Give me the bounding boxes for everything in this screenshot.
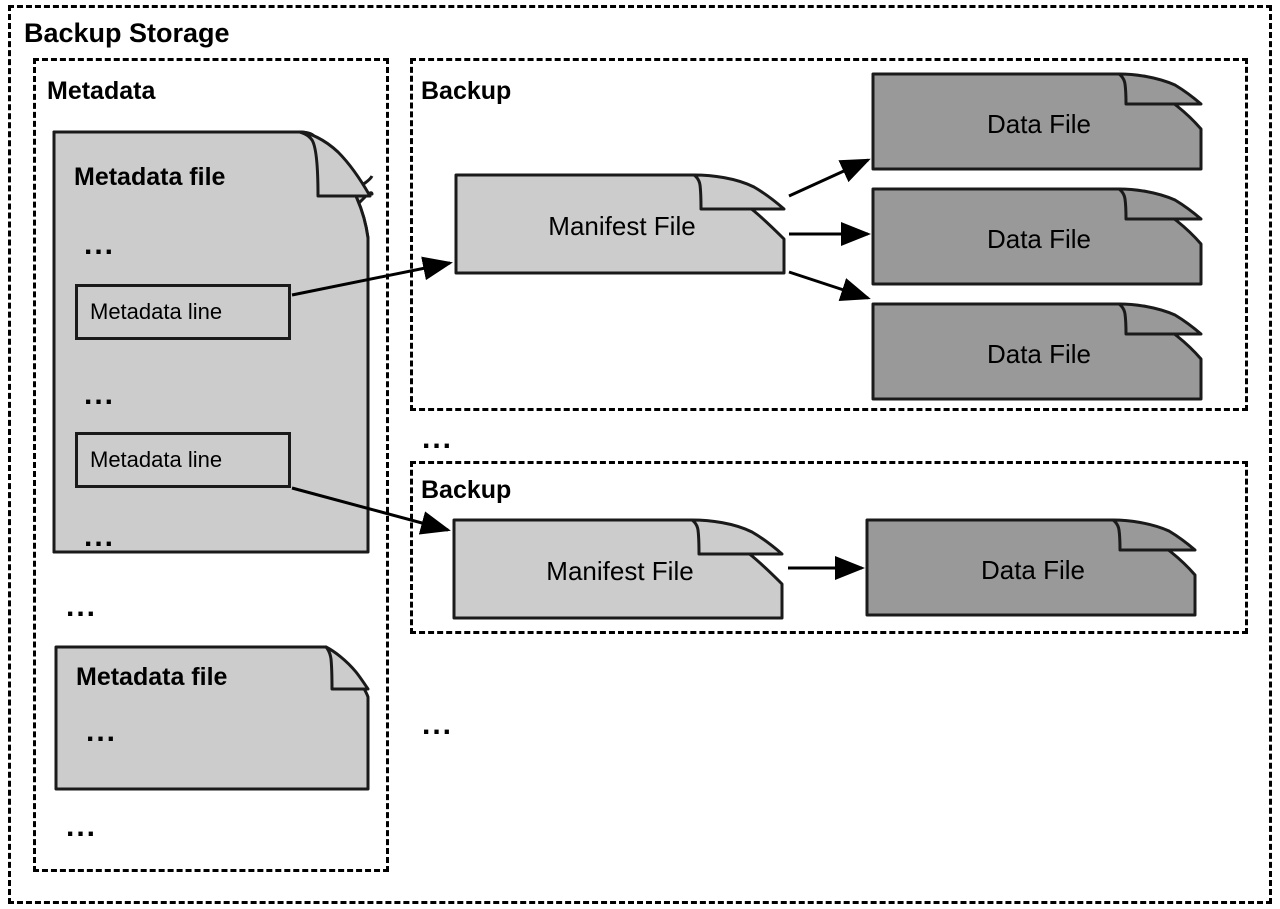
metadata-file-2-ellipsis-1: ... <box>86 715 118 748</box>
metadata-file-1-ellipsis-1: ... <box>84 228 116 261</box>
backup-storage-title: Backup Storage <box>24 18 230 48</box>
data-file-1b[interactable]: Data File <box>871 187 1207 286</box>
metadata-line-1-label: Metadata line <box>90 299 223 324</box>
metadata-file-1[interactable]: Metadata file ... Metadata line ... Meta… <box>52 130 374 554</box>
metadata-line-2-label: Metadata line <box>90 447 223 472</box>
data-file-1a[interactable]: Data File <box>871 72 1207 171</box>
backup-section-1-title: Backup <box>421 77 512 105</box>
data-file-1c[interactable]: Data File <box>871 302 1207 401</box>
metadata-line-1[interactable]: Metadata line <box>75 284 291 340</box>
metadata-section-ellipsis-2: ... <box>66 810 98 843</box>
metadata-section-title: Metadata <box>47 77 156 105</box>
metadata-file-1-ellipsis-2: ... <box>84 378 116 411</box>
metadata-file-1-ellipsis-3: ... <box>84 520 116 553</box>
after-backups-ellipsis: ... <box>422 708 454 741</box>
between-backups-ellipsis: ... <box>422 422 454 455</box>
metadata-section-ellipsis-1: ... <box>66 590 98 623</box>
manifest-file-1[interactable]: Manifest File <box>454 173 790 275</box>
metadata-file-2[interactable]: Metadata file ... <box>54 645 372 791</box>
metadata-section <box>33 58 389 872</box>
data-file-2a[interactable]: Data File <box>865 518 1201 617</box>
backup-storage-container <box>8 5 1272 904</box>
manifest-file-2[interactable]: Manifest File <box>452 518 788 620</box>
metadata-line-2[interactable]: Metadata line <box>75 432 291 488</box>
backup-section-2-title: Backup <box>421 476 512 504</box>
backup-section-1 <box>410 58 1248 411</box>
backup-section-2 <box>410 461 1248 634</box>
